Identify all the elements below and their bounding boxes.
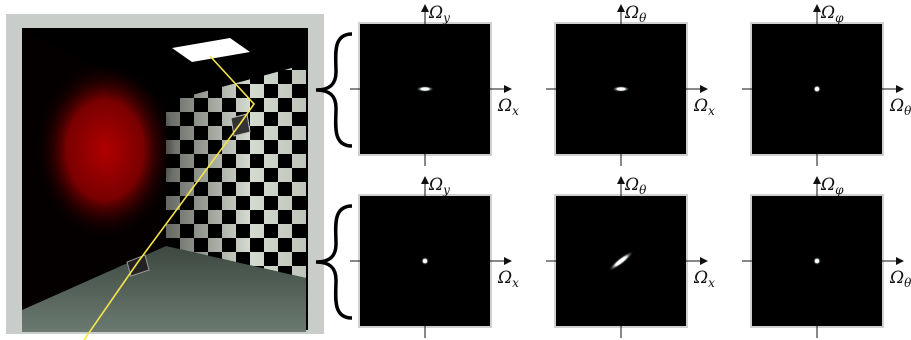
y-axis-label: Ωφ <box>820 175 844 197</box>
brace-bottom <box>315 204 353 320</box>
y-axis-label: Ωy <box>428 175 450 197</box>
x-axis-label: Ωx <box>497 268 519 290</box>
area-light <box>172 38 250 62</box>
spectrum-core <box>617 87 625 91</box>
checkerboard-shading <box>166 64 306 278</box>
spectrum-core <box>615 256 627 266</box>
x-axis-label: Ωx <box>693 268 715 290</box>
scene-render <box>6 14 324 340</box>
spectrum-core <box>421 87 429 91</box>
brace-top <box>315 32 353 148</box>
y-axis-label: Ωθ <box>624 3 647 25</box>
y-axis-label: Ωφ <box>820 3 844 25</box>
spectrum-core <box>815 259 819 263</box>
light-ray-path <box>83 55 256 340</box>
spectrum-core <box>815 87 819 91</box>
floor <box>22 246 306 332</box>
red-light-spot <box>35 60 175 240</box>
x-axis-label: Ωx <box>693 96 715 118</box>
spectrum-core <box>423 259 427 263</box>
y-axis-label: Ωθ <box>624 175 647 197</box>
x-axis-label: Ωx <box>497 96 519 118</box>
x-axis-label: Ωθ <box>889 268 911 290</box>
y-axis-label: Ωy <box>428 3 450 25</box>
x-axis-label: Ωθ <box>889 96 911 118</box>
